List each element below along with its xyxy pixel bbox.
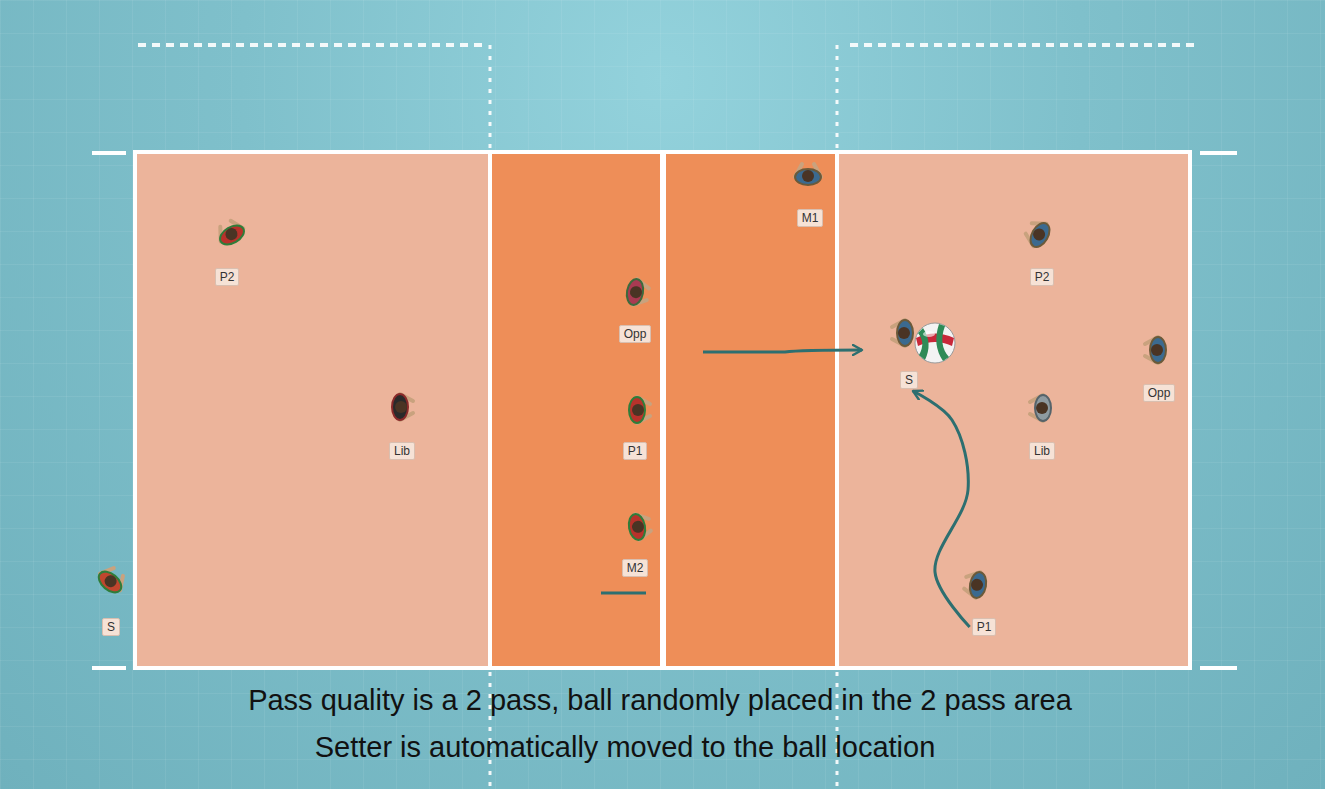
player-figure (392, 394, 413, 420)
torso (897, 320, 913, 346)
player-name: S (107, 620, 115, 634)
player-figure (892, 320, 913, 346)
movement-arrow (703, 350, 862, 352)
players (95, 164, 1166, 599)
attack-line (488, 152, 492, 668)
player-figure (214, 217, 247, 248)
player-figure (625, 278, 650, 307)
center-line (660, 150, 666, 670)
player-name: Opp (624, 327, 647, 341)
head (632, 404, 644, 416)
head (1031, 226, 1047, 242)
volleyball (915, 323, 955, 363)
torso (629, 397, 645, 423)
player-label: P2 (215, 268, 240, 286)
torso (1035, 395, 1051, 421)
head (395, 401, 407, 413)
head (629, 285, 643, 299)
player-label: M2 (622, 559, 649, 577)
player-figure (1145, 337, 1166, 363)
player-figure (795, 164, 821, 185)
torso (625, 278, 645, 306)
attack-line (835, 152, 839, 668)
player-label: S (900, 371, 918, 389)
player-label: Lib (1029, 442, 1055, 460)
player-name: M2 (627, 561, 644, 575)
torso (795, 169, 821, 185)
head (1036, 402, 1048, 414)
torso (217, 222, 248, 249)
head (970, 578, 984, 592)
player-figure (629, 397, 650, 423)
player-name: Lib (1034, 444, 1050, 458)
movement-arrow (913, 391, 970, 627)
marker-line (601, 592, 646, 595)
player-name: Opp (1148, 386, 1171, 400)
torso (968, 571, 988, 599)
player-label: Opp (1143, 384, 1176, 402)
caption-line: Setter is automatically moved to the bal… (315, 730, 936, 764)
head (631, 520, 645, 534)
head (223, 226, 239, 242)
free-zone-marks (138, 43, 1195, 47)
player-label: M1 (797, 209, 824, 227)
attack-line-extension (490, 45, 837, 789)
service-marks (92, 153, 1237, 668)
player-label: P1 (972, 618, 997, 636)
player-name: P1 (628, 444, 643, 458)
torso (95, 568, 125, 597)
head (1151, 344, 1163, 356)
player-label: Lib (389, 442, 415, 460)
head (898, 327, 910, 339)
torso (1150, 337, 1166, 363)
player-label: P2 (1030, 268, 1055, 286)
player-name: P2 (1035, 270, 1050, 284)
head (102, 573, 119, 590)
player-name: P2 (220, 270, 235, 284)
player-figure (627, 512, 652, 541)
torso (627, 513, 647, 541)
player-name: S (905, 373, 913, 387)
player-name: M1 (802, 211, 819, 225)
player-figure (95, 564, 128, 597)
player-figure (1022, 217, 1053, 250)
caption-line: Pass quality is a 2 pass, ball randomly … (248, 683, 1072, 717)
player-figure (1030, 395, 1051, 421)
player-figure (963, 570, 988, 599)
player-label: Opp (619, 325, 652, 343)
torso (392, 394, 408, 420)
player-name: P1 (977, 620, 992, 634)
torso (1027, 220, 1054, 251)
player-label: S (102, 618, 120, 636)
player-name: Lib (394, 444, 410, 458)
player-label: P1 (623, 442, 648, 460)
head (802, 170, 814, 182)
